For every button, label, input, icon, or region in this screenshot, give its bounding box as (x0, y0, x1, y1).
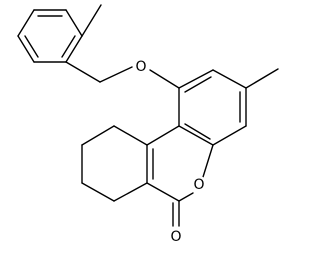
tolyl-ring (17, 9, 83, 63)
lactone-ring (146, 125, 214, 202)
ether-bond-left (99, 66, 133, 83)
ether-bond-right (149, 69, 180, 89)
atom-o-ring: O (191, 176, 207, 193)
aromatic-ring-right (178, 69, 247, 146)
bond (202, 144, 214, 178)
chemical-structure-diagram: O O O (17, 4, 279, 245)
double-bond-inner (184, 76, 212, 93)
double-bond-inner (184, 123, 211, 140)
bond (113, 182, 148, 202)
bond (146, 125, 180, 146)
tolyl-methyl-bond (81, 4, 102, 37)
atom-label: O (135, 59, 146, 75)
bond (81, 125, 115, 146)
atom-o-carbonyl: O (168, 228, 184, 245)
double-bond-inner (61, 35, 76, 58)
bond (81, 182, 115, 202)
atom-label: O (170, 229, 181, 245)
bond (17, 35, 35, 63)
bond (212, 125, 247, 146)
bond (17, 9, 35, 37)
atom-o-ether: O (133, 58, 149, 75)
atom-label: O (193, 177, 204, 193)
bond (178, 192, 194, 202)
aryl-methyl-bond (245, 68, 279, 89)
bond (65, 35, 83, 63)
bond (178, 69, 214, 89)
benzyl-bond (65, 61, 101, 83)
bond (212, 69, 247, 89)
bond (146, 182, 180, 202)
cyclohexene-ring (81, 125, 148, 202)
bond (65, 9, 83, 37)
bond (178, 125, 214, 146)
bond (113, 125, 148, 146)
double-bond-inner (24, 35, 39, 58)
